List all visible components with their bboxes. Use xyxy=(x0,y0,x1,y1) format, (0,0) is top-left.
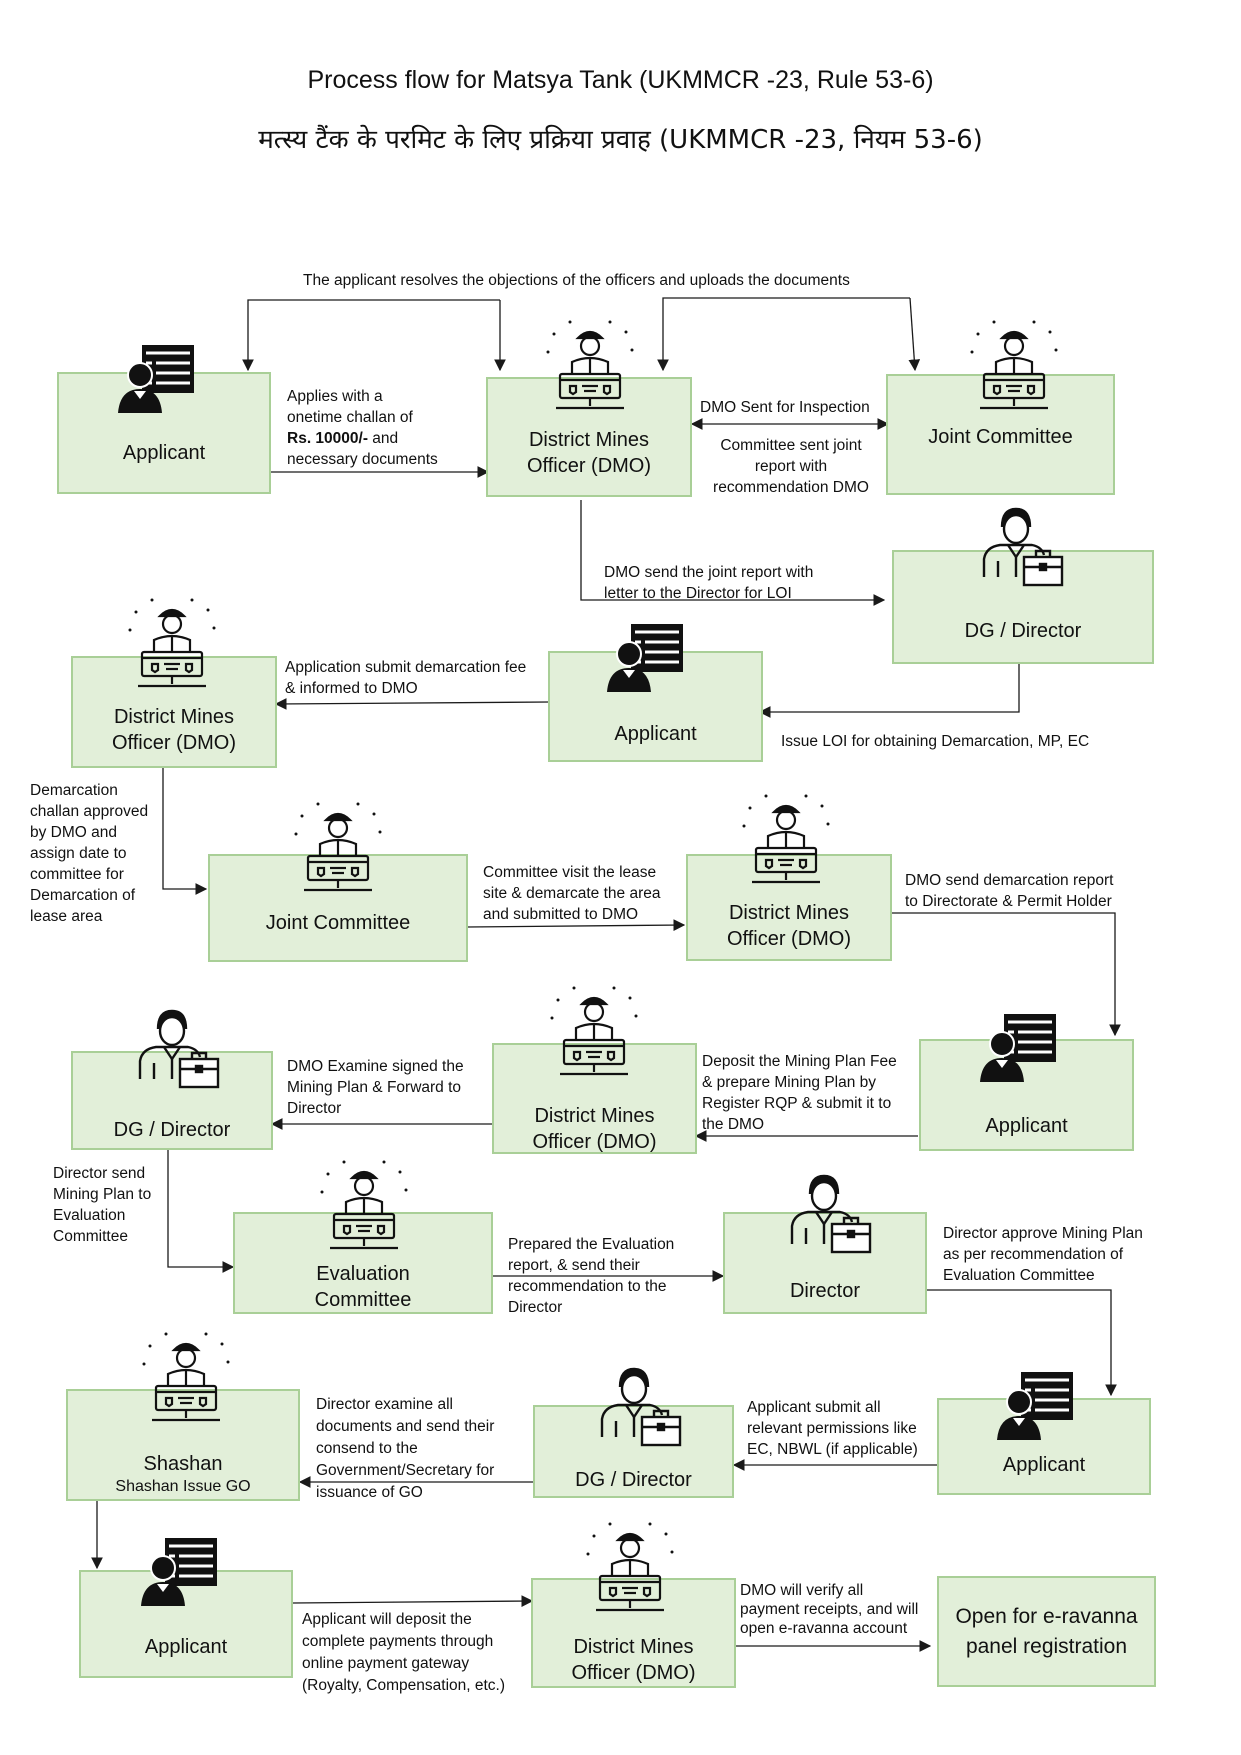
note-applies: Applies with a onetime challan of Rs. 10… xyxy=(287,388,438,468)
note-dmo-examine: DMO Examine signed the Mining Plan & For… xyxy=(287,1058,464,1117)
arrow-applicant-dmo2 xyxy=(274,698,550,710)
officer-desk-icon xyxy=(128,598,216,688)
arrow-director-applicant4 xyxy=(927,1289,1117,1397)
officer-desk-icon xyxy=(546,320,634,410)
note-director-approve: Director approve Mining Plan as per reco… xyxy=(943,1225,1143,1284)
arrow-dmo3-applicant xyxy=(892,912,1121,1037)
note-dmo-inspection: DMO Sent for Inspection xyxy=(700,399,870,416)
node-applicant-5: Applicant xyxy=(79,1570,293,1678)
director-briefcase-icon xyxy=(600,1367,682,1447)
officer-desk-icon xyxy=(550,986,638,1076)
applicant-icon xyxy=(997,1372,1073,1440)
director-briefcase-icon xyxy=(982,507,1064,587)
node-shashan: Shashan Shashan Issue GO xyxy=(66,1389,300,1501)
arrow-resolve-to-jc xyxy=(908,297,921,372)
applicant-icon xyxy=(980,1014,1056,1082)
note-director-examine: Director examine all documents and send … xyxy=(316,1396,495,1501)
arrow-resolve-loop-2 xyxy=(657,297,910,372)
title-hindi: मत्स्य टैंक के परमिट के लिए प्रक्रिया प्… xyxy=(258,125,983,155)
applicant-icon xyxy=(607,624,683,692)
note-committee-visit: Committee visit the lease site & demarca… xyxy=(483,864,661,923)
node-dmo-1: District Mines Officer (DMO) xyxy=(486,377,692,497)
note-prepared-eval: Prepared the Evaluation report, & send t… xyxy=(508,1236,675,1316)
node-dmo-4: District Mines Officer (DMO) xyxy=(492,1043,697,1154)
arrow-jc-dmo3 xyxy=(466,919,686,931)
node-dmo-5: District Mines Officer (DMO) xyxy=(531,1578,736,1688)
note-dmo-demarcation-report: DMO send demarcation report to Directora… xyxy=(905,872,1114,910)
applicant-icon xyxy=(141,1538,217,1606)
note-demarcation-challan: Demarcation challan approved by DMO and … xyxy=(30,782,149,925)
node-e-ravanna: Open for e-ravanna panel registration xyxy=(937,1576,1156,1687)
arrow-resolve-to-applicant xyxy=(242,299,500,372)
director-briefcase-icon xyxy=(790,1174,872,1254)
arrow-dmo2-jc xyxy=(162,766,208,895)
officer-desk-icon xyxy=(586,1522,674,1612)
officer-desk-icon xyxy=(294,802,382,892)
arrow-dg-eval xyxy=(167,1148,235,1273)
officer-desk-icon xyxy=(320,1160,408,1250)
note-demarcation-fee: Application submit demarcation fee & inf… xyxy=(285,659,527,697)
note-director-send: Director send Mining Plan to Evaluation … xyxy=(53,1165,152,1245)
note-dmo-joint-report: DMO send the joint report with letter to… xyxy=(604,564,814,602)
applicant-icon xyxy=(118,345,194,413)
note-issue-loi: Issue LOI for obtaining Demarcation, MP,… xyxy=(781,733,1090,750)
officer-desk-icon xyxy=(142,1332,230,1422)
note-resolve: The applicant resolves the objections of… xyxy=(303,272,850,289)
arrow-dmo-director-loi xyxy=(580,500,886,606)
officer-desk-icon xyxy=(970,320,1058,410)
officer-desk-icon xyxy=(742,794,830,884)
note-dmo-verify: DMO will verify all payment receipts, an… xyxy=(740,1582,919,1637)
note-applicant-permissions: Applicant submit all relevant permission… xyxy=(747,1399,918,1458)
title-english: Process flow for Matsya Tank (UKMMCR -23… xyxy=(307,66,934,94)
note-committee-report: Committee sent joint report with recomme… xyxy=(713,437,869,496)
note-deposit-mining-plan: Deposit the Mining Plan Fee & prepare Mi… xyxy=(702,1053,897,1133)
arrow-director-applicant xyxy=(758,664,1020,718)
director-briefcase-icon xyxy=(138,1009,220,1089)
note-applicant-deposit: Applicant will deposit the complete paym… xyxy=(302,1611,506,1694)
arrow-applicant5-dmo5 xyxy=(292,1595,534,1607)
node-evaluation-committee: Evaluation Committee xyxy=(233,1212,493,1314)
node-joint-committee-1: Joint Committee xyxy=(886,374,1115,495)
